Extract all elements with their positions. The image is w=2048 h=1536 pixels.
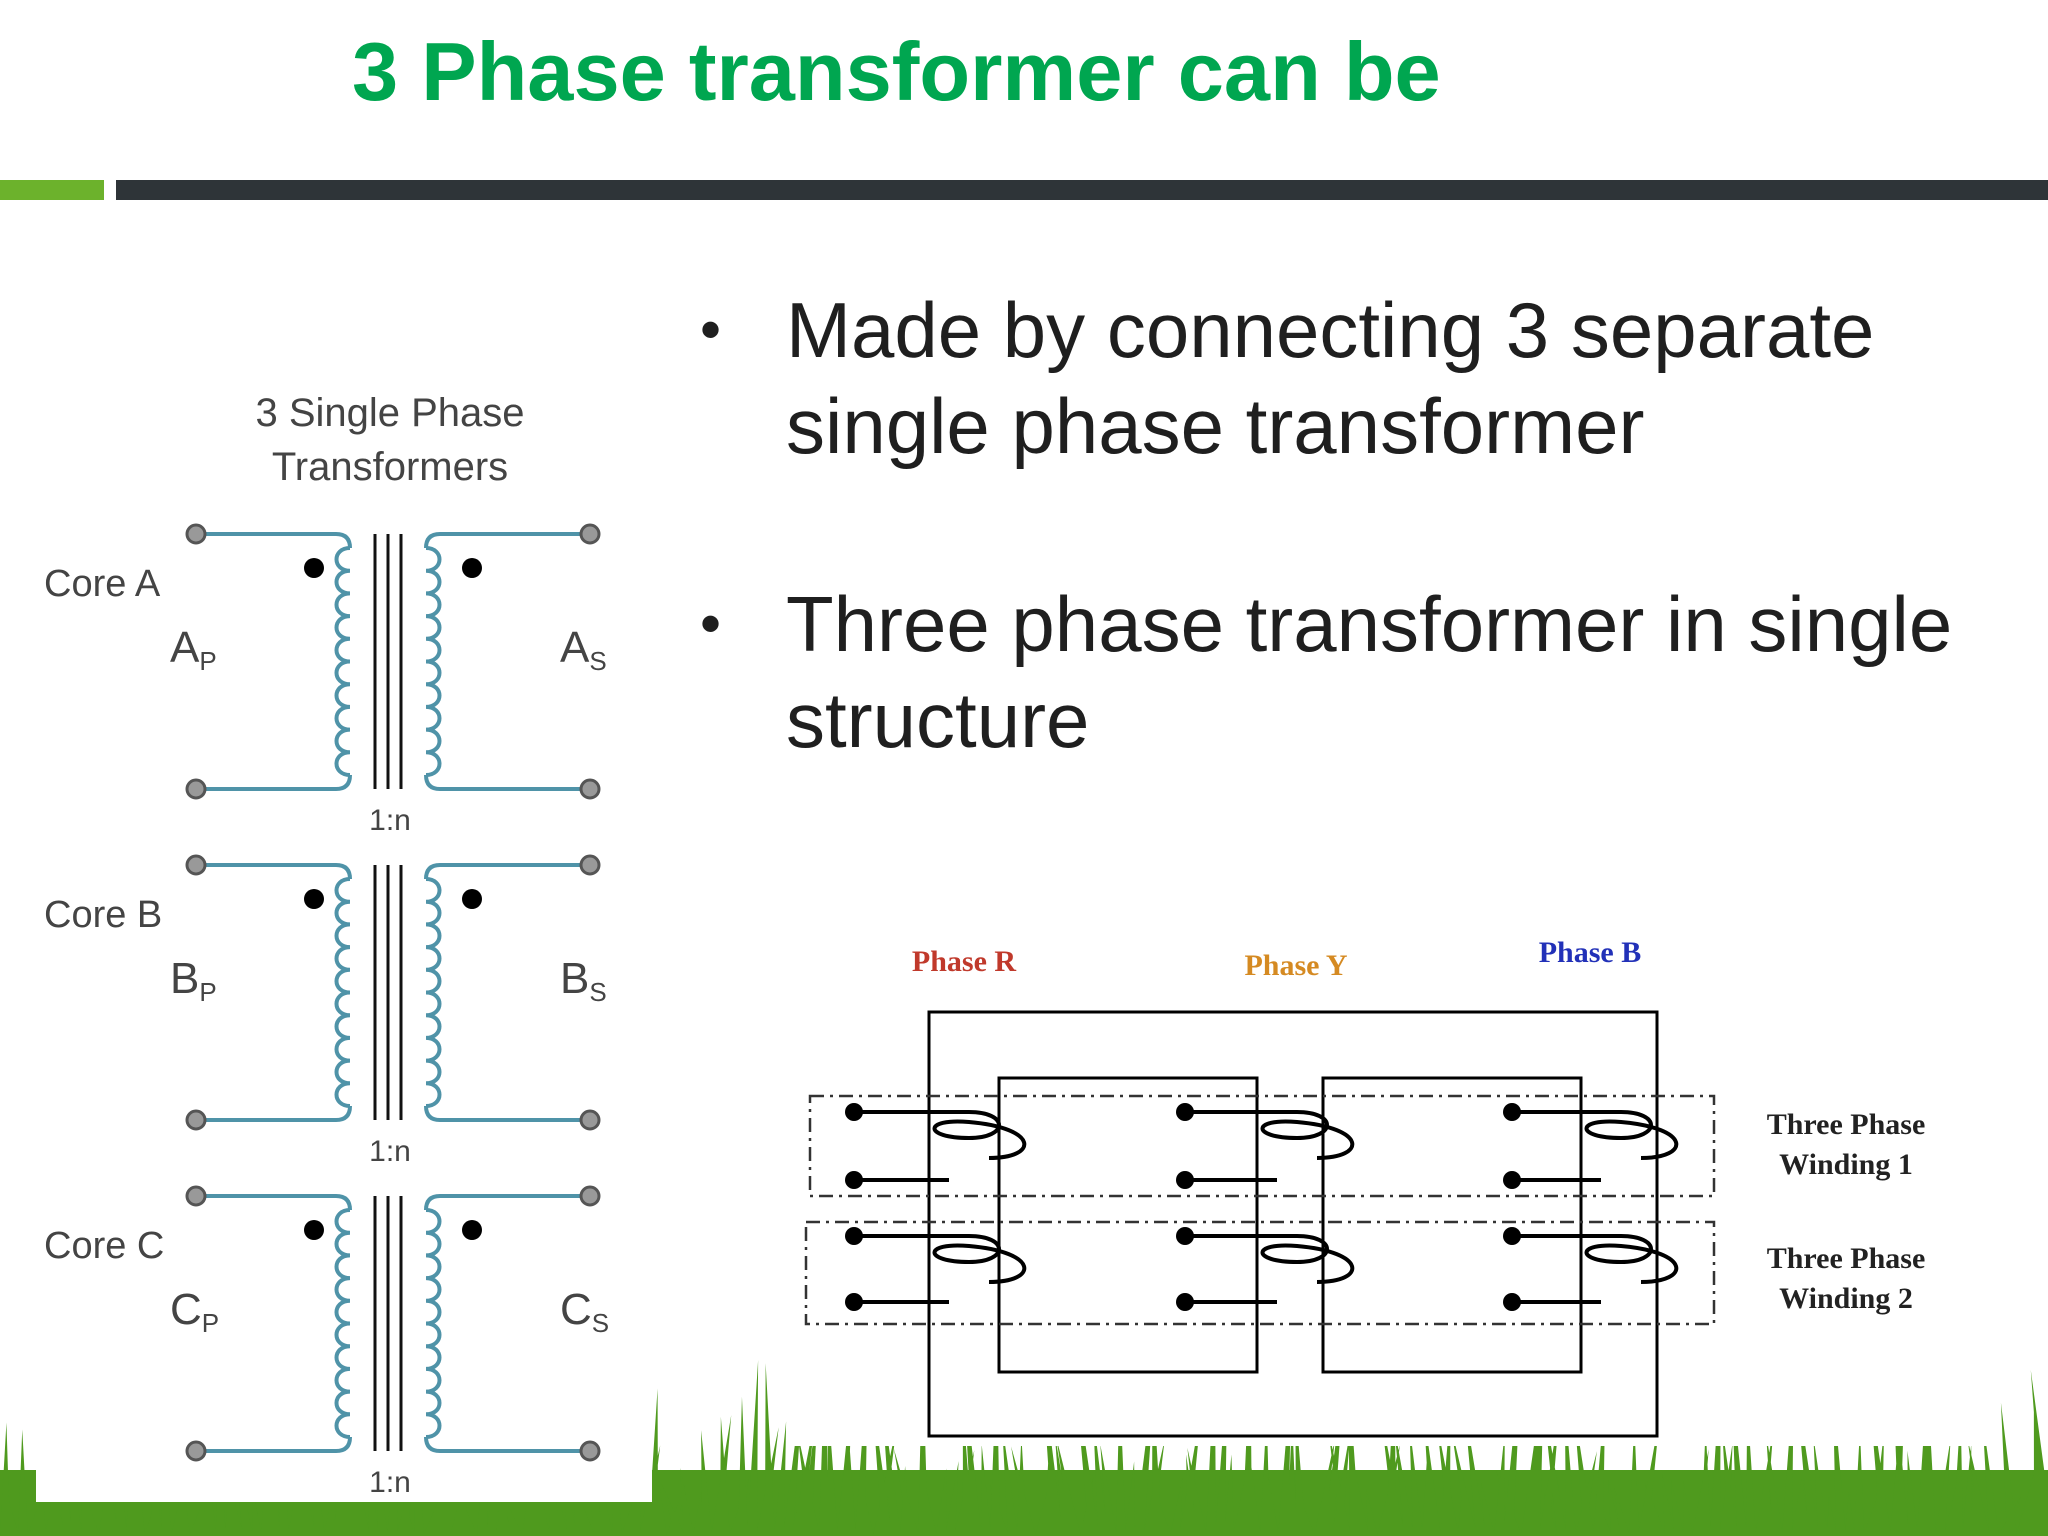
primary-wire-top (196, 863, 352, 880)
winding-coil (854, 1234, 1027, 1304)
polarity-dot (462, 1220, 482, 1240)
terminal (185, 854, 207, 876)
secondary-wire-bottom (424, 1105, 580, 1122)
core-outer (927, 1010, 1659, 1438)
primary-wire-bottom (196, 1436, 352, 1453)
bullet-dot-icon: • (700, 296, 722, 363)
primary-coil (334, 546, 351, 777)
secondary-subscript: S (589, 646, 606, 676)
terminal (579, 778, 601, 800)
winding-label: Winding 2 (1779, 1282, 1913, 1315)
polarity-dot (462, 889, 482, 909)
polarity-dot (462, 558, 482, 578)
winding-coil (1512, 1110, 1679, 1182)
primary-label: AP (170, 623, 217, 676)
bullet-item: • Three phase transformer in single stru… (700, 576, 2020, 768)
secondary-wire-top (424, 863, 580, 880)
header-accent-bar (0, 180, 104, 200)
winding-group-2 (804, 1220, 1716, 1326)
terminal (579, 1109, 601, 1131)
bullet-list: • Made by connecting 3 separate single p… (700, 282, 2020, 870)
slide-title: 3 Phase transformer can be (352, 25, 1441, 118)
polarity-dot (304, 1220, 324, 1240)
primary-wire-bottom (196, 1105, 352, 1122)
winding-label: Three Phase (1767, 1242, 1926, 1275)
terminal (579, 854, 601, 876)
ratio-label: 1:n (369, 1466, 411, 1499)
terminal (579, 1185, 601, 1207)
core-window (997, 1076, 1259, 1374)
grass-blades (0, 1350, 2048, 1536)
primary-coil (334, 877, 351, 1108)
core-label: Core A (44, 563, 161, 605)
secondary-subscript: S (589, 977, 606, 1007)
secondary-coil (425, 877, 442, 1108)
secondary-coil (425, 546, 442, 777)
winding-coil (854, 1110, 1027, 1182)
transformer-unit: Core CCP CS 1:n (44, 1185, 609, 1499)
terminal (185, 1109, 207, 1131)
core-label: Core C (44, 1225, 164, 1267)
secondary-label: AS (560, 623, 607, 676)
terminal (185, 523, 207, 545)
ratio-label: 1:n (369, 1135, 411, 1168)
header-divider-bar (116, 180, 2048, 200)
winding-group-1 (808, 1094, 1716, 1198)
diagram-heading: Transformers (272, 445, 508, 489)
primary-wire-top (196, 532, 352, 549)
bullet-dot-icon: • (700, 590, 722, 657)
primary-label: BP (170, 954, 217, 1007)
terminal (579, 523, 601, 545)
primary-coil (334, 1208, 351, 1439)
primary-subscript: P (199, 646, 216, 676)
secondary-label: CS (560, 1285, 609, 1338)
polarity-dot (304, 889, 324, 909)
core-window (1321, 1076, 1583, 1374)
winding-coil (1185, 1234, 1355, 1304)
secondary-subscript: S (592, 1308, 609, 1338)
polarity-dot (304, 558, 324, 578)
core-label: Core B (44, 894, 162, 936)
secondary-wire-bottom (424, 1436, 580, 1453)
secondary-wire-bottom (424, 774, 580, 791)
primary-subscript: P (199, 977, 216, 1007)
phase-label: Phase Y (1244, 949, 1347, 982)
transformer-unit: Core AAP AS 1:n (44, 523, 607, 837)
winding-coil (1185, 1110, 1355, 1182)
bullet-item: • Made by connecting 3 separate single p… (700, 282, 2020, 474)
phase-label: Phase R (912, 945, 1017, 978)
winding-label: Three Phase (1767, 1108, 1926, 1141)
ratio-label: 1:n (369, 804, 411, 837)
primary-wire-bottom (196, 774, 352, 791)
transformer-unit: Core BBP BS 1:n (44, 854, 607, 1168)
primary-label: CP (170, 1285, 219, 1338)
terminal (579, 1440, 601, 1462)
bullet-text: Made by connecting 3 separate single pha… (786, 286, 1875, 470)
secondary-wire-top (424, 1194, 580, 1211)
diagram-heading: 3 Single Phase (255, 391, 524, 435)
terminal (185, 1440, 207, 1462)
secondary-wire-top (424, 532, 580, 549)
terminal (185, 778, 207, 800)
winding-label: Winding 1 (1779, 1148, 1913, 1181)
primary-wire-top (196, 1194, 352, 1211)
phase-label: Phase B (1539, 936, 1642, 969)
secondary-label: BS (560, 954, 607, 1007)
terminal (185, 1185, 207, 1207)
winding-coil (1512, 1234, 1679, 1304)
secondary-coil (425, 1208, 442, 1439)
primary-subscript: P (202, 1308, 219, 1338)
bullet-text: Three phase transformer in single struct… (786, 580, 1953, 764)
